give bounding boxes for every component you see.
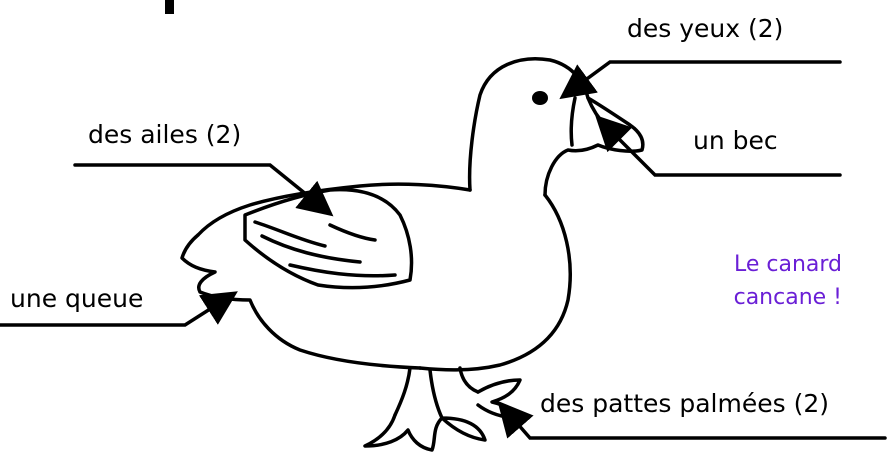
- leader-feet: [497, 400, 887, 440]
- duck-foot-right: [476, 378, 522, 420]
- duck-eye: [532, 91, 548, 105]
- caption-line-2: cancane !: [733, 285, 842, 310]
- leader-beak: [595, 115, 842, 177]
- cropped-title-fragment: [165, 0, 174, 14]
- duck-leg-right: [458, 366, 480, 394]
- caption-note: Le canard cancane !: [734, 248, 842, 314]
- label-eyes: des yeux (2): [627, 14, 784, 43]
- label-wings: des ailes (2): [88, 120, 242, 149]
- duck-chest: [418, 193, 572, 372]
- label-tail: une queue: [10, 284, 144, 313]
- duck-leg-left: [393, 366, 444, 420]
- leader-wings: [73, 163, 334, 217]
- leader-tail: [0, 291, 238, 327]
- duck-tail: [180, 233, 422, 370]
- caption-line-1: Le canard: [733, 252, 842, 277]
- label-feet: des pattes palmées (2): [540, 389, 830, 418]
- duck-head: [467, 57, 645, 197]
- leader-eyes: [559, 60, 842, 100]
- duck-foot-left: [363, 413, 487, 452]
- label-beak: un bec: [693, 126, 778, 155]
